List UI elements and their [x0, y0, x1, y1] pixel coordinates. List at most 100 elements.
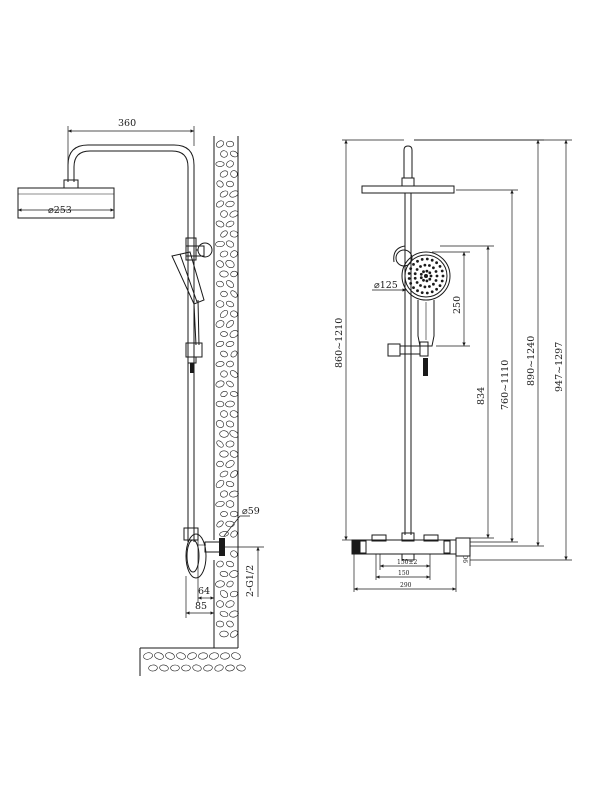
rain-head-front — [361, 145, 455, 194]
stone-shape — [220, 150, 228, 158]
stone-shape — [226, 140, 234, 148]
spray-nozzle — [425, 291, 429, 295]
stone-shape — [226, 620, 234, 628]
stone-shape — [215, 320, 225, 328]
stone-shape — [226, 560, 234, 568]
hand-shower-diameter-label: ⌀125 — [374, 280, 398, 291]
stone-shape — [219, 170, 229, 178]
spray-nozzle — [435, 287, 438, 291]
spray-nozzle — [419, 276, 423, 280]
stone-shape — [219, 630, 229, 638]
spray-nozzle — [438, 265, 442, 268]
stone-shape — [236, 664, 246, 672]
stone-shape — [229, 570, 239, 578]
spray-nozzle — [409, 282, 413, 285]
stone-shape — [215, 361, 225, 367]
valve-depth-label: 64 — [198, 586, 210, 597]
stone-shape — [220, 410, 228, 418]
height-a-label: 860~1210 — [334, 318, 345, 368]
stone-shape — [231, 652, 241, 660]
valve-total-width-label: 290 — [400, 582, 412, 589]
stone-shape — [220, 511, 228, 517]
stone-shape — [226, 360, 234, 368]
stone-shape — [230, 350, 238, 358]
stone-shape — [225, 440, 235, 448]
spray-nozzle — [440, 269, 444, 273]
stone-shape — [219, 590, 229, 598]
stone-shape — [216, 600, 224, 608]
stone-shape — [230, 470, 238, 478]
stone-shape — [230, 590, 238, 598]
spray-nozzle — [425, 279, 429, 283]
spray-nozzle — [420, 258, 424, 261]
height-b-label: 834 — [476, 387, 487, 405]
stone-shape — [225, 240, 235, 248]
stone-shape — [220, 230, 228, 238]
stone-shape — [229, 490, 239, 498]
stone-shape — [215, 161, 225, 167]
stone-shape — [229, 150, 239, 158]
spray-nozzle — [416, 259, 419, 263]
stone-shape — [225, 481, 235, 487]
head-diameter-label: ⌀253 — [48, 205, 72, 216]
height-e-label: 947~1297 — [554, 342, 565, 392]
spray-nozzle — [407, 277, 411, 280]
stone-shape — [229, 610, 239, 618]
spray-nozzle — [438, 284, 442, 287]
stone-shape — [229, 210, 239, 218]
spray-nozzle — [412, 263, 415, 266]
spray-nozzle — [428, 277, 432, 281]
spray-nozzle — [415, 268, 419, 271]
spray-nozzle — [416, 289, 419, 293]
stone-shape — [219, 430, 229, 438]
stone-shape — [215, 580, 225, 588]
stone-shape — [225, 420, 235, 428]
stone-shape — [229, 450, 239, 458]
shower-arm — [67, 144, 195, 542]
riser-front — [404, 193, 412, 535]
stone-shape — [229, 630, 239, 638]
stone-shape — [229, 230, 239, 238]
stone-shape — [225, 220, 235, 228]
spray-nozzle — [423, 263, 427, 267]
spray-nozzle — [412, 286, 415, 289]
spray-nozzle — [440, 279, 444, 283]
stone-shape — [230, 310, 238, 318]
wall-stones — [215, 140, 239, 638]
rain-head-side — [17, 179, 115, 219]
stone-shape — [220, 390, 228, 398]
spray-nozzle — [422, 270, 425, 274]
stone-shape — [230, 270, 238, 278]
stone-shape — [229, 330, 239, 338]
stone-shape — [219, 310, 229, 318]
stone-shape — [209, 652, 219, 660]
valve-side-depth-label: 90 — [463, 555, 470, 563]
stone-shape — [230, 290, 238, 298]
stone-shape — [230, 530, 238, 538]
stone-shape — [225, 400, 235, 408]
stone-shape — [225, 600, 235, 608]
stone-shape — [226, 580, 234, 588]
spray-nozzle — [434, 279, 438, 282]
stone-shape — [226, 320, 234, 328]
stone-shape — [220, 370, 228, 378]
spray-nozzle — [420, 291, 424, 294]
stone-shape — [226, 180, 234, 188]
stone-shape — [220, 652, 230, 660]
stone-shape — [154, 652, 164, 660]
inlet-diameter-label: ⌀59 — [242, 506, 260, 517]
spray-nozzle — [435, 261, 438, 265]
spray-nozzle — [423, 285, 427, 289]
stone-shape — [225, 300, 235, 308]
stone-shape — [215, 620, 225, 628]
stone-shape — [187, 652, 197, 660]
stone-shape — [226, 380, 234, 388]
stone-shape — [215, 240, 225, 248]
floor-stones — [143, 652, 246, 672]
valve-inner-width-label: 150±2 — [397, 559, 417, 566]
spray-nozzle — [409, 267, 413, 270]
spray-nozzle — [441, 274, 445, 278]
stone-shape — [216, 280, 224, 288]
stone-shape — [219, 190, 229, 198]
